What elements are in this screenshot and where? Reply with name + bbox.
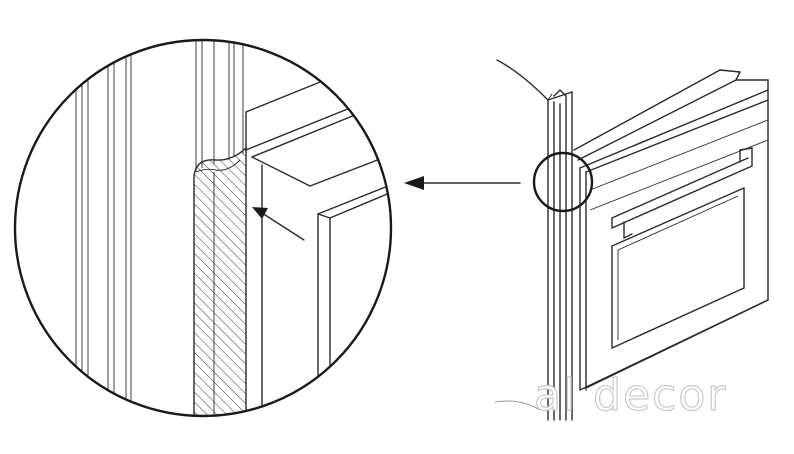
watermark-logo: al decor: [534, 370, 727, 421]
oven-frame-detail: [245, 77, 391, 416]
highlight-circle: [532, 151, 594, 213]
detail-arrow: [252, 207, 305, 241]
oven-handle: [611, 147, 753, 239]
oven-frame: [573, 69, 769, 391]
oven-assembly: [494, 59, 769, 421]
detail-magnifier: [75, 40, 391, 416]
side-panel-rails: [75, 40, 132, 416]
profile-groove: [195, 40, 244, 172]
oven-window: [611, 187, 745, 349]
seal-profile-section: [193, 146, 247, 416]
pointer-arrow: [404, 176, 521, 190]
magnifier-outline: [13, 38, 393, 418]
